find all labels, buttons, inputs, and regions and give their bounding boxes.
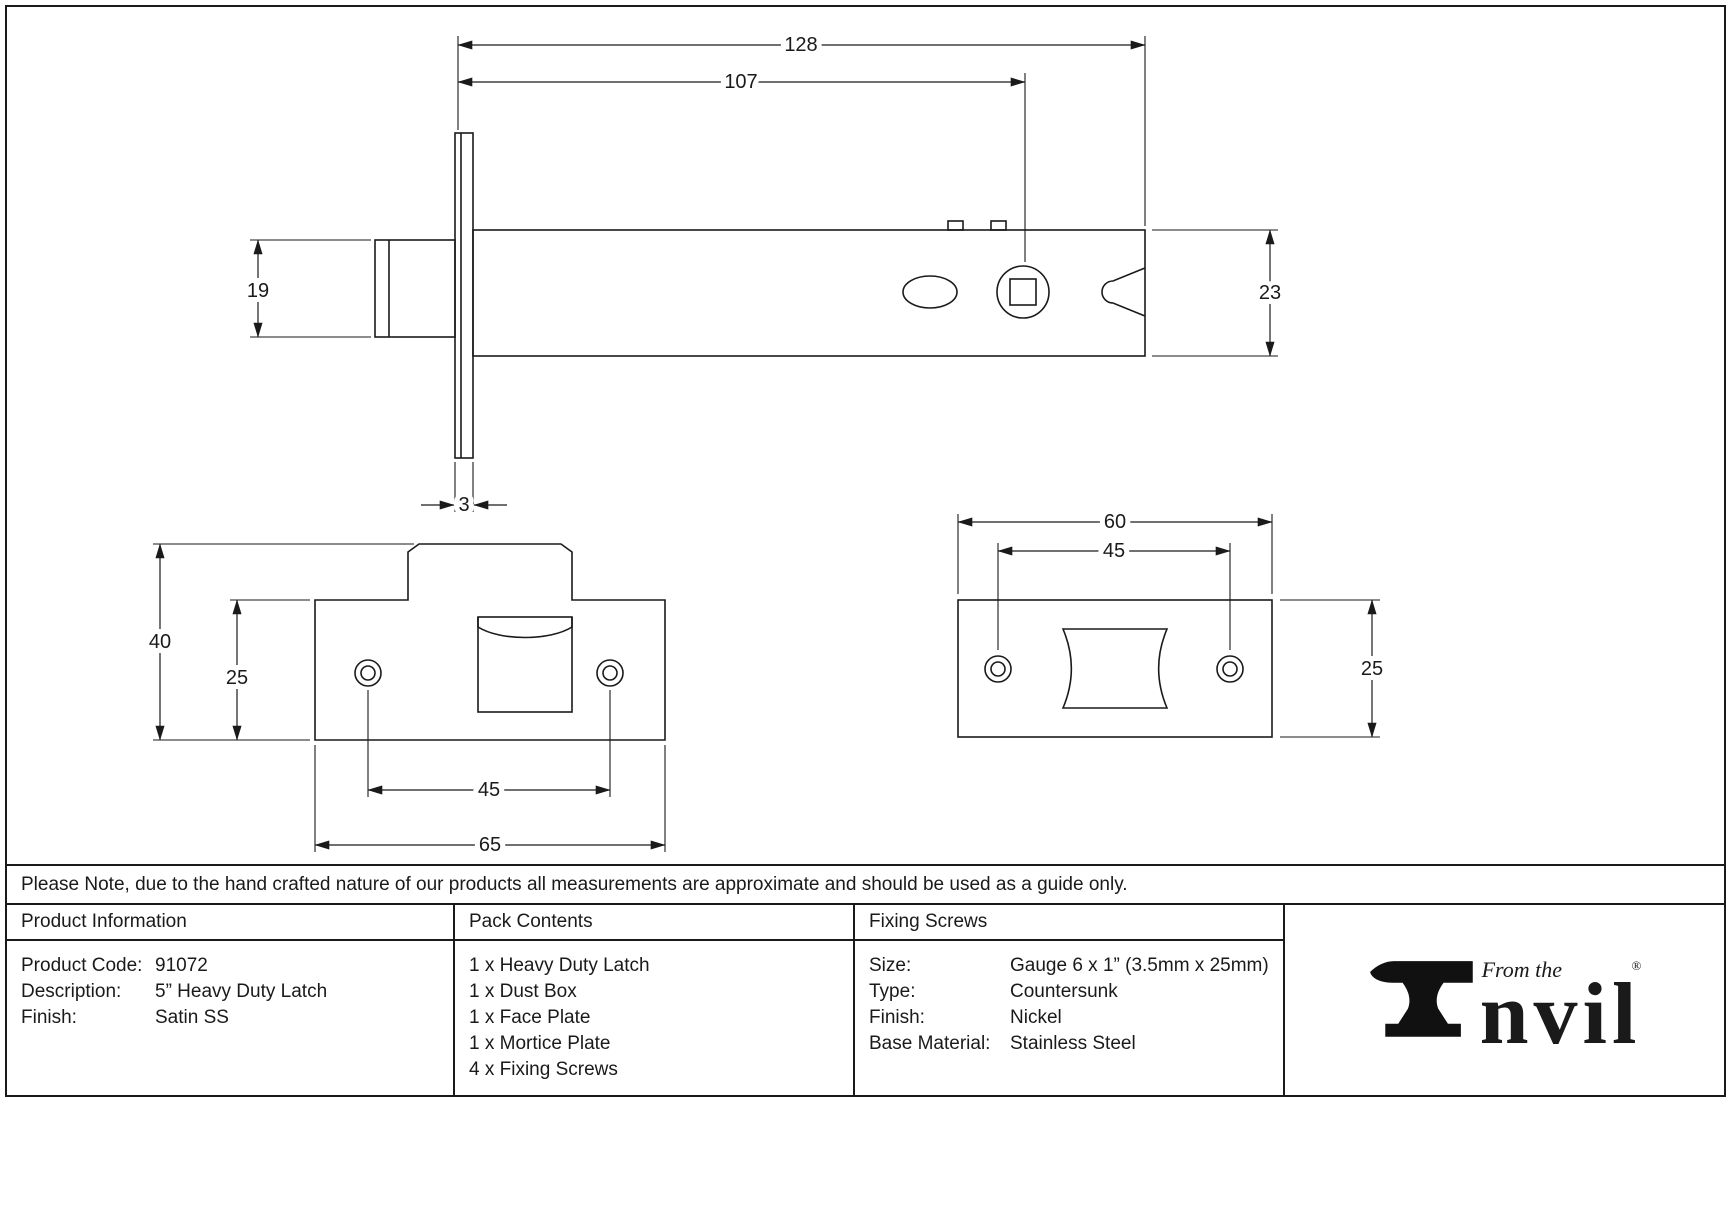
- dim-faceplate-height: 40: [149, 631, 171, 653]
- dim-faceplate-width: 65: [479, 834, 501, 856]
- screw-hole: [596, 659, 624, 687]
- pack-contents-body: 1 x Heavy Duty Latch 1 x Dust Box 1 x Fa…: [455, 941, 855, 1095]
- field-value: Satin SS: [155, 1007, 229, 1028]
- dim-latch-overall-length: 128: [784, 34, 817, 56]
- latch-technical-drawing: 128 107 19 23 3: [144, 29, 1388, 861]
- logo-tagline: From the: [1481, 957, 1563, 983]
- pack-item: 1 x Face Plate: [469, 1007, 591, 1028]
- spec-table: Product Information Pack Contents Fixing…: [7, 903, 1724, 1095]
- field-value: Countersunk: [1010, 981, 1118, 1002]
- pack-item: 4 x Fixing Screws: [469, 1059, 618, 1080]
- keeper-opening: [477, 616, 573, 713]
- screw-hole: [1216, 655, 1244, 683]
- case-end-notch: [1101, 267, 1146, 317]
- strike-box-opening: [1061, 628, 1169, 709]
- fixing-screws-body: Size: Gauge 6 x 1” (3.5mm x 25mm) Type: …: [855, 941, 1285, 1095]
- product-info-body: Product Code: 91072 Description: 5” Heav…: [7, 941, 455, 1095]
- screw-hole-inner: [990, 661, 1006, 677]
- latch-bolt-outline: [374, 239, 456, 338]
- field-value: Gauge 6 x 1” (3.5mm x 25mm): [1010, 955, 1269, 976]
- logo-tagline-row: From the ®: [1478, 959, 1642, 981]
- screw-hole-inner: [602, 665, 618, 681]
- dim-strike-hole-spacing: 45: [1103, 540, 1125, 562]
- logo-text-block: From the ® nvil: [1478, 959, 1642, 1064]
- technical-drawings: 128 107 19 23 3: [7, 7, 1724, 864]
- field-label: Base Material:: [869, 1033, 991, 1054]
- field-label: Finish:: [21, 1007, 77, 1028]
- case-lug-left: [947, 220, 964, 231]
- screw-hole: [354, 659, 382, 687]
- registered-mark: ®: [1631, 958, 1642, 974]
- field-value: Nickel: [1010, 1007, 1062, 1028]
- spindle-hole: [996, 265, 1050, 319]
- keeper-lip: [477, 617, 573, 639]
- table-row: Product Code: 91072: [21, 953, 439, 979]
- screw-hole: [984, 655, 1012, 683]
- dim-strike-height: 25: [1361, 658, 1383, 680]
- field-value: 91072: [155, 955, 208, 976]
- latch-faceplate-outline: [454, 132, 474, 459]
- brand-name: nvil: [1479, 966, 1642, 1064]
- table-row: Size: Gauge 6 x 1” (3.5mm x 25mm): [869, 953, 1269, 979]
- product-info-header: Product Information: [7, 905, 455, 941]
- pack-item: 1 x Mortice Plate: [469, 1033, 611, 1054]
- pack-item: 1 x Heavy Duty Latch: [469, 955, 650, 976]
- product-spec-sheet: 128 107 19 23 3: [5, 5, 1726, 1097]
- latch-side-view: 128 107 19 23 3: [242, 29, 1286, 521]
- mortice-plate-outline: [957, 599, 1273, 738]
- mortice-plate-view: 60 45 25: [957, 506, 1388, 738]
- dim-case-height: 23: [1259, 282, 1281, 304]
- dim-faceplate-hole-spacing: 45: [478, 779, 500, 801]
- dim-bolt-height: 19: [247, 280, 269, 302]
- table-row: Description: 5” Heavy Duty Latch: [21, 979, 439, 1005]
- dim-faceplate-inner-height: 25: [226, 667, 248, 689]
- table-row: Finish: Nickel: [869, 1005, 1269, 1031]
- anvil-a-icon: [1369, 961, 1473, 1037]
- latch-case-outline: [472, 229, 1146, 357]
- dim-strike-width: 60: [1104, 511, 1126, 533]
- case-oval-hole: [902, 275, 958, 309]
- field-label: Description:: [21, 981, 122, 1002]
- dim-latch-backset: 107: [724, 71, 757, 93]
- field-value: Stainless Steel: [1010, 1033, 1136, 1054]
- pack-contents-header: Pack Contents: [455, 905, 855, 941]
- table-row: Type: Countersunk: [869, 979, 1269, 1005]
- note-text: Please Note, due to the hand crafted nat…: [21, 873, 1128, 895]
- spindle-square: [1009, 278, 1037, 306]
- field-label: Product Code:: [21, 955, 143, 976]
- field-value: 5” Heavy Duty Latch: [155, 981, 328, 1002]
- screw-hole-inner: [360, 665, 376, 681]
- face-plate-view: 40 25 45 65: [144, 543, 666, 861]
- dim-faceplate-thickness: 3: [458, 494, 469, 516]
- table-row: Finish: Satin SS: [21, 1005, 439, 1031]
- note-bar: Please Note, due to the hand crafted nat…: [7, 864, 1724, 903]
- fixing-screws-header: Fixing Screws: [855, 905, 1285, 941]
- face-plate-outline: [314, 543, 666, 741]
- from-the-anvil-logo: From the ® nvil: [1368, 950, 1642, 1064]
- pack-item: 1 x Dust Box: [469, 981, 577, 1002]
- brand-logo-cell: From the ® nvil: [1285, 905, 1724, 1095]
- table-row: Base Material: Stainless Steel: [869, 1031, 1269, 1057]
- field-label: Finish:: [869, 1007, 925, 1028]
- field-label: Size:: [869, 955, 912, 976]
- field-label: Type:: [869, 981, 916, 1002]
- screw-hole-inner: [1222, 661, 1238, 677]
- case-lug-right: [990, 220, 1007, 231]
